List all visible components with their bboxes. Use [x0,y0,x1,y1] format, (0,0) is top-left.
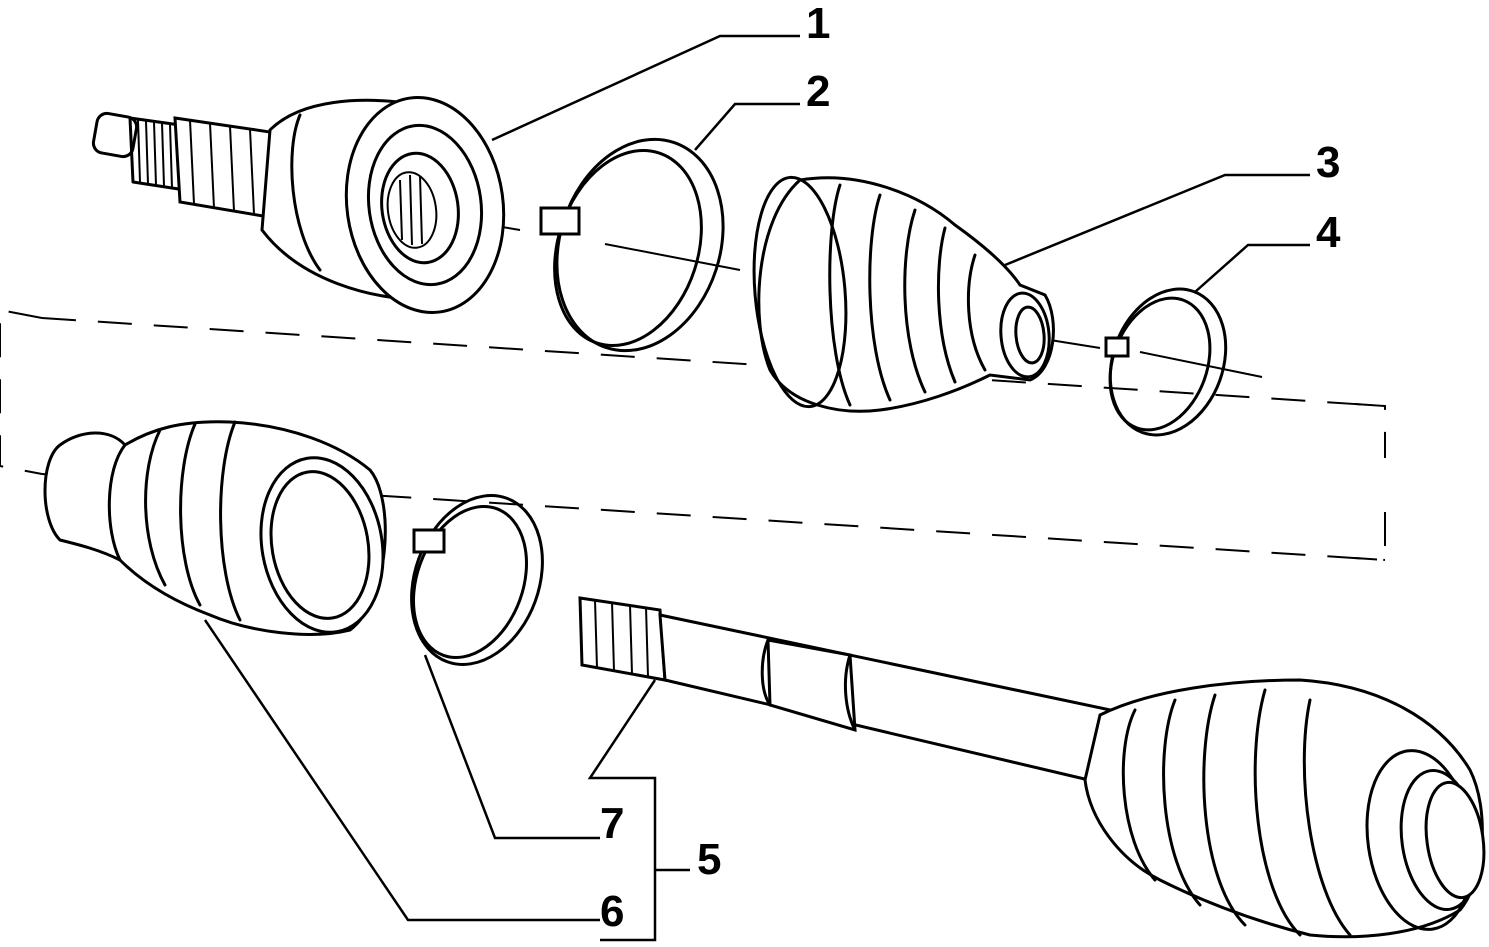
callout-2: 2 [806,67,830,116]
clamp-ring-medium-icon [410,494,544,666]
clamp-ring-small-icon [1104,287,1228,437]
callout-labels: 1 2 3 4 5 6 7 [600,0,1341,936]
callout-5: 5 [697,835,721,884]
leader-lines [203,34,1310,942]
drive-shaft-icon [578,596,1486,939]
boot-inner-icon [43,420,387,636]
callout-4: 4 [1316,208,1341,257]
callout-7: 7 [600,799,624,848]
callout-3: 3 [1316,138,1340,187]
clamp-ring-large-icon [539,137,725,353]
callout-6: 6 [600,887,624,936]
callout-1: 1 [806,0,830,48]
cv-joint-outer-icon [91,96,506,314]
boot-outer-icon [752,175,1055,413]
